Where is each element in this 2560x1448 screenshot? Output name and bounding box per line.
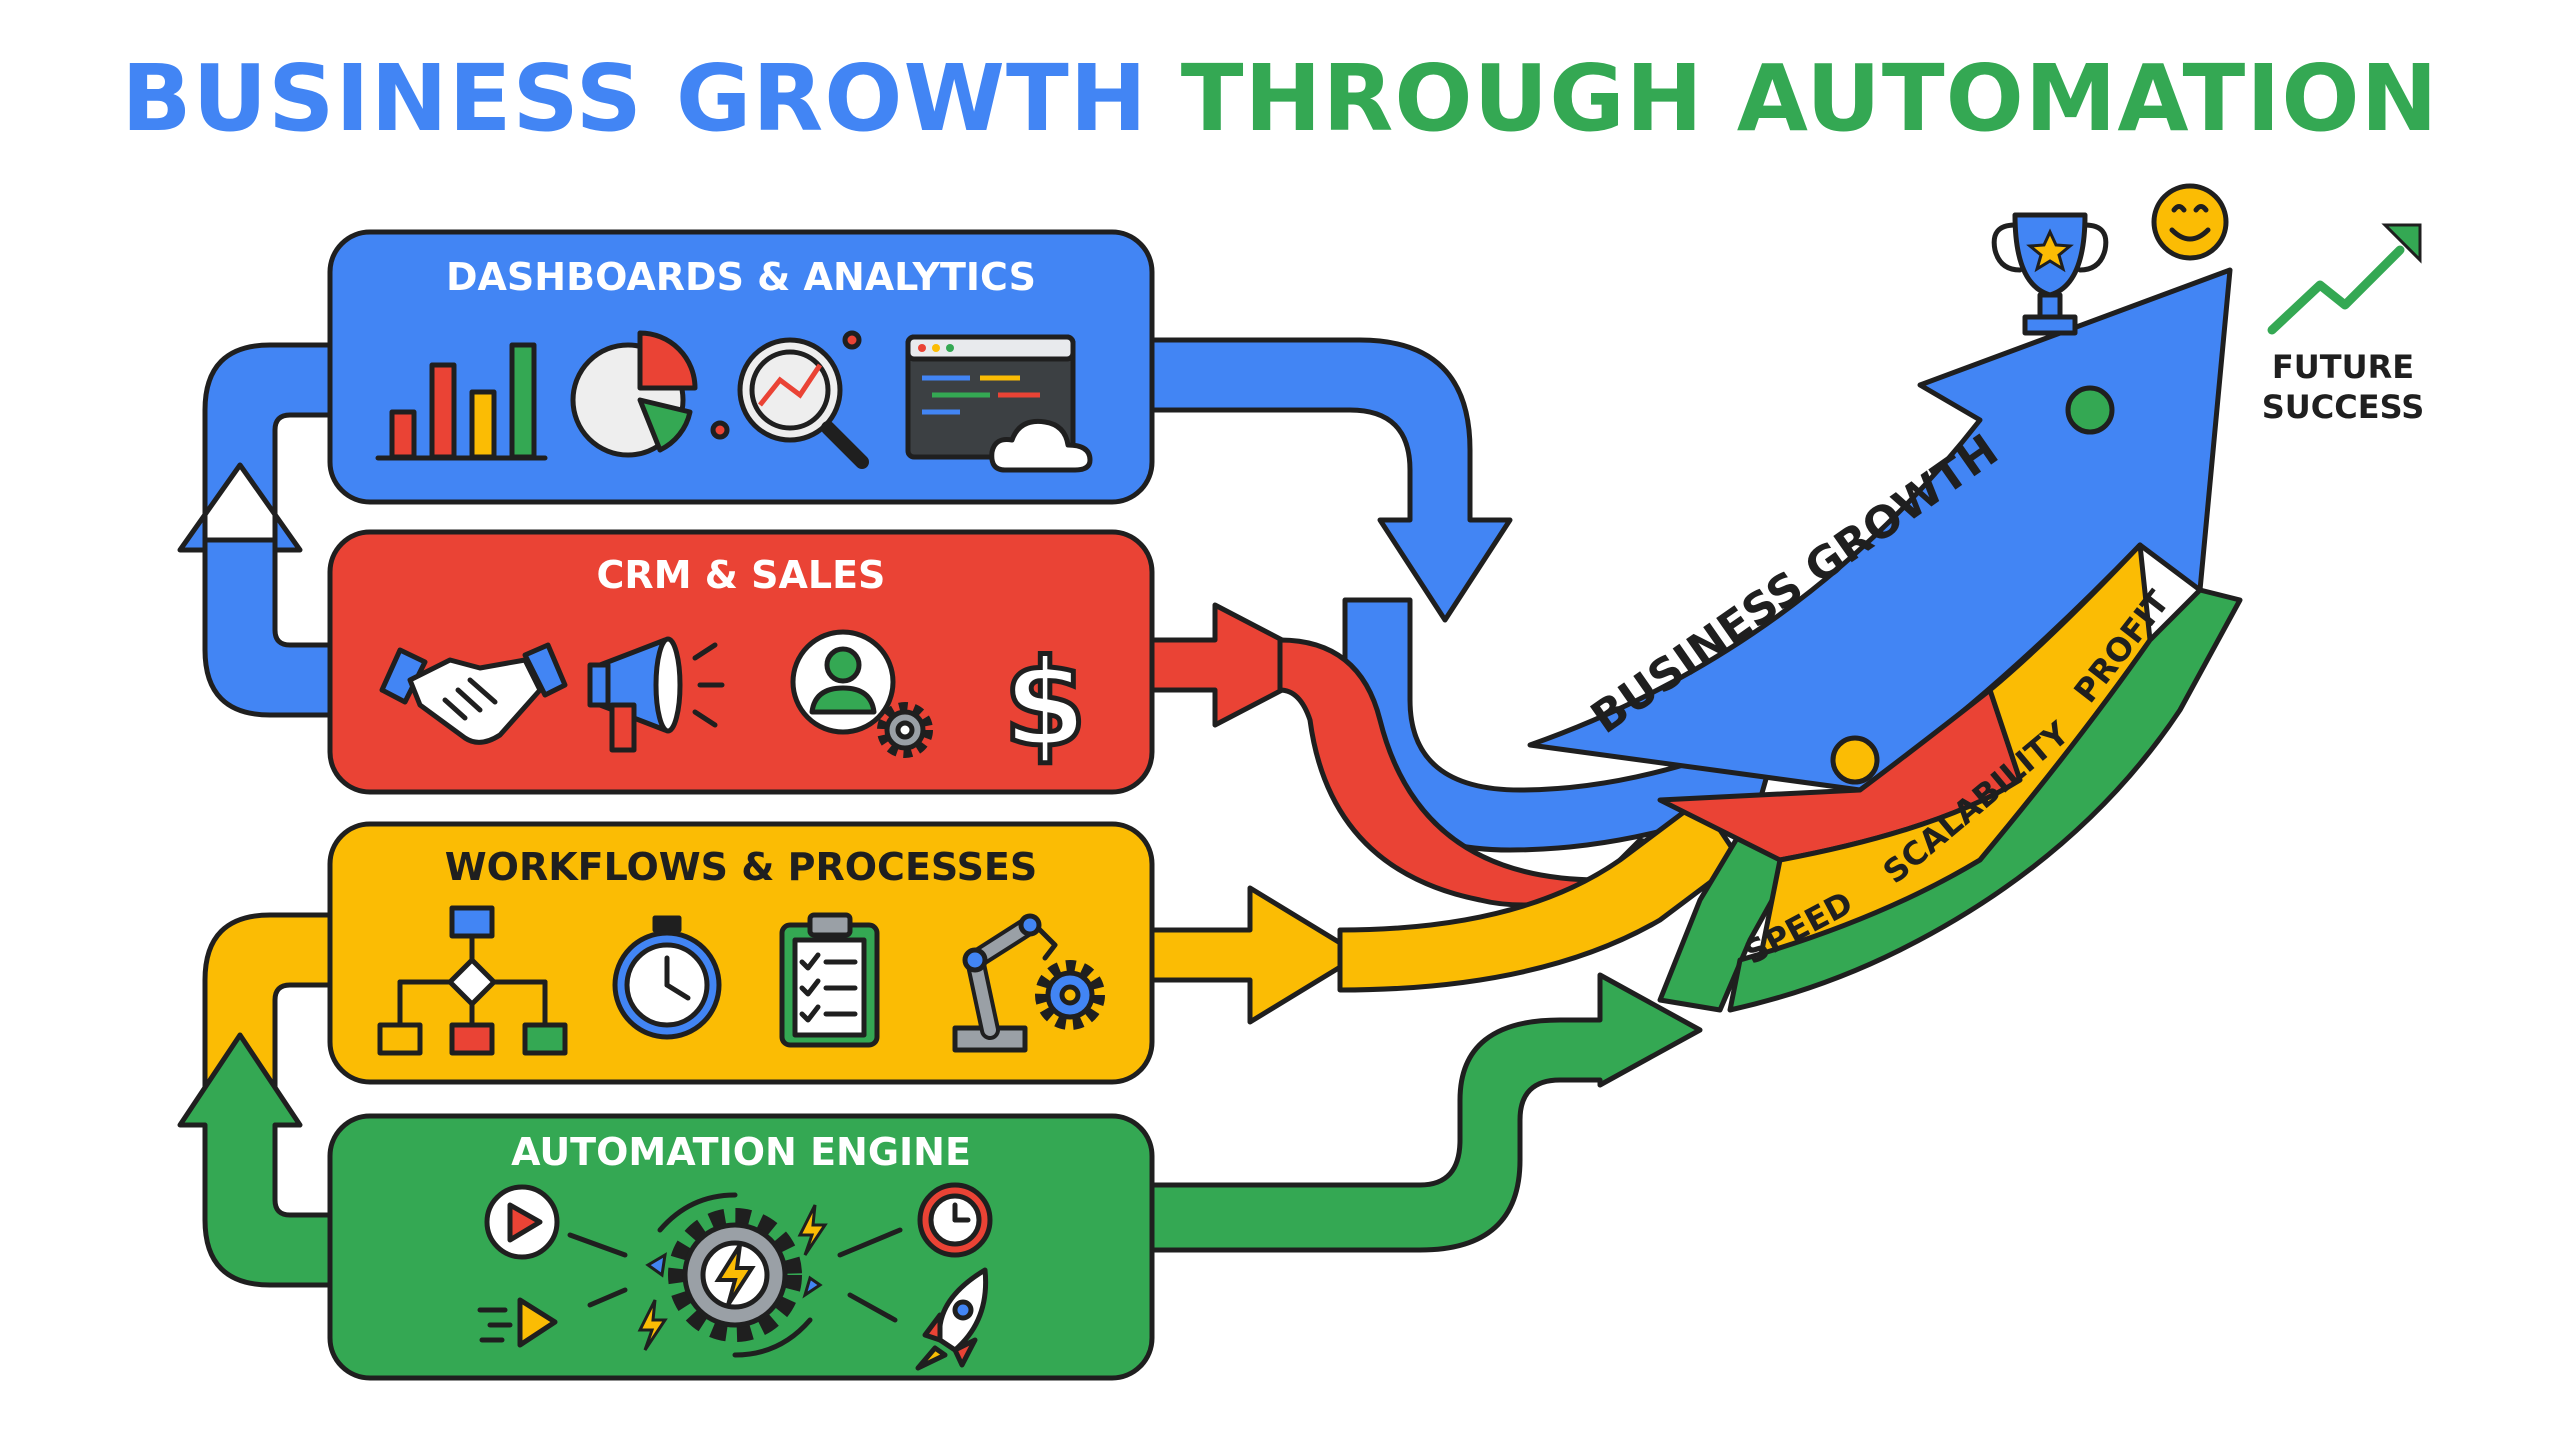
stopwatch-icon — [612, 915, 722, 1040]
flowchart-icon — [377, 905, 568, 1056]
yellow-flow-tail — [1337, 797, 1743, 993]
green-loop-connector — [177, 912, 333, 1288]
speed-lines-icon — [477, 1297, 558, 1348]
panel-engine: AUTOMATION ENGINE — [327, 1113, 1155, 1381]
user-gear-icon — [790, 629, 933, 758]
clock-icon — [917, 1182, 993, 1258]
play-icon — [484, 1184, 560, 1260]
title-part-1: BUSINESS GROWTH — [121, 45, 1148, 152]
panel-workflows: WORKFLOWS & PROCESSES — [327, 821, 1155, 1085]
success-label: SUCCESS — [2262, 388, 2425, 426]
megaphone-icon — [587, 636, 725, 753]
handshake-icon — [379, 642, 568, 745]
blue-flow-ribbon — [1147, 337, 1513, 623]
gear-lightning-icon — [637, 1192, 828, 1358]
panel-crm-title: CRM & SALES — [597, 553, 886, 597]
svg-text:$: $ — [1003, 635, 1087, 774]
magnifier-graph-icon — [710, 330, 869, 469]
rocket-icon — [915, 1267, 989, 1371]
growth-arrow — [1527, 267, 2243, 1013]
title-part-2: THROUGH AUTOMATION — [1180, 45, 2439, 152]
yellow-flow-ribbon — [1147, 885, 1363, 1025]
blue-loop-connector — [177, 342, 333, 718]
clipboard-checklist-icon — [779, 912, 880, 1048]
trend-up-arrow-icon — [2267, 223, 2422, 335]
page-title: BUSINESS GROWTH THROUGH AUTOMATION — [0, 48, 2560, 149]
future-label: FUTURE — [2272, 348, 2414, 386]
green-flow-ribbon — [1147, 972, 1703, 1253]
dollar-icon: $ — [1001, 633, 1090, 777]
code-window-cloud-icon — [905, 334, 1093, 473]
robot-arm-gear-icon — [952, 913, 1105, 1053]
panel-dashboards-title: DASHBOARDS & ANALYTICS — [446, 255, 1036, 299]
panel-dashboards: DASHBOARDS & ANALYTICS — [327, 229, 1155, 505]
panel-workflows-title: WORKFLOWS & PROCESSES — [445, 845, 1038, 889]
trophy-icon — [1991, 212, 2109, 336]
panel-crm: CRM & SALES — [327, 529, 1155, 795]
smiley-icon — [2151, 183, 2229, 261]
bar-chart-icon — [375, 342, 548, 461]
panel-engine-title: AUTOMATION ENGINE — [511, 1130, 971, 1174]
red-flow-ribbon — [1147, 602, 1333, 728]
pie-chart-icon — [570, 330, 698, 458]
